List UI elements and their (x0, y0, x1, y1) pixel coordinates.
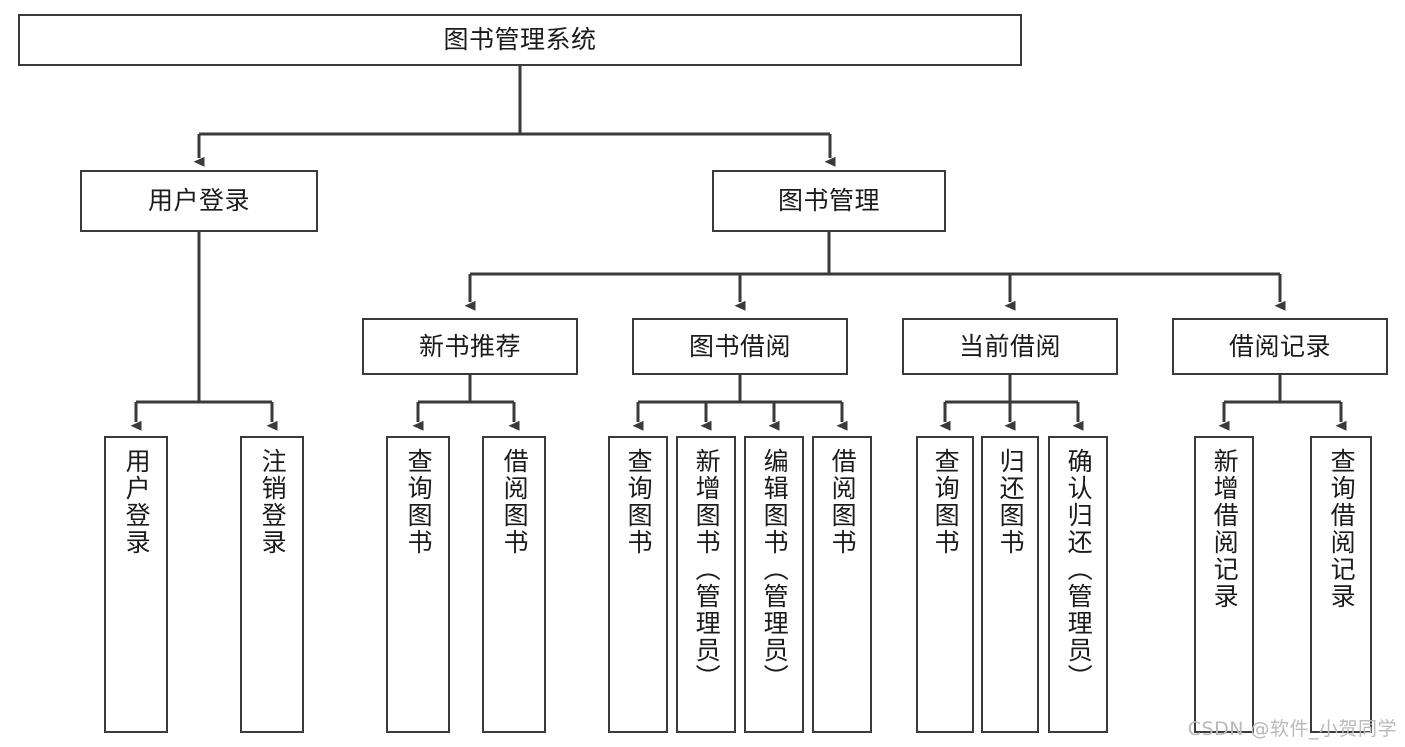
node-leaf-query-book-3-label: 查询图书 (931, 448, 961, 556)
node-leaf-logout[interactable]: 注销登录 (240, 436, 304, 733)
node-new-book-recommend[interactable]: 新书推荐 (362, 318, 578, 375)
node-leaf-query-book-2[interactable]: 查询图书 (608, 436, 668, 733)
node-borrow-record[interactable]: 借阅记录 (1172, 318, 1388, 375)
node-leaf-add-record[interactable]: 新增借阅记录 (1194, 436, 1254, 733)
node-leaf-confirm-return[interactable]: 确认归还（管理员） (1048, 436, 1108, 733)
node-new-book-recommend-label: 新书推荐 (418, 331, 521, 361)
node-leaf-borrow-book-1-label: 借阅图书 (500, 448, 530, 556)
node-leaf-query-book-1[interactable]: 查询图书 (386, 436, 450, 733)
node-book-manage[interactable]: 图书管理 (712, 170, 946, 232)
node-leaf-query-record[interactable]: 查询借阅记录 (1310, 436, 1372, 733)
node-user-login-label: 用户登录 (147, 186, 250, 216)
node-book-borrow[interactable]: 图书借阅 (632, 318, 848, 375)
node-leaf-borrow-book-2-label: 借阅图书 (828, 448, 858, 556)
node-current-borrow[interactable]: 当前借阅 (902, 318, 1118, 375)
node-leaf-borrow-book-1[interactable]: 借阅图书 (482, 436, 546, 733)
node-book-manage-label: 图书管理 (777, 186, 880, 216)
node-leaf-confirm-return-label: 确认归还（管理员） (1064, 448, 1094, 691)
node-leaf-add-record-label: 新增借阅记录 (1210, 448, 1240, 610)
node-leaf-edit-book-label: 编辑图书（管理员） (760, 448, 790, 691)
csdn-watermark: CSDN @软件_小贺同学 (1187, 718, 1397, 740)
node-leaf-return-book[interactable]: 归还图书 (981, 436, 1039, 733)
node-user-login[interactable]: 用户登录 (80, 170, 318, 232)
node-leaf-logout-label: 注销登录 (258, 448, 288, 556)
node-current-borrow-label: 当前借阅 (958, 331, 1061, 361)
node-leaf-query-book-1-label: 查询图书 (404, 448, 434, 556)
node-leaf-add-book-label: 新增图书（管理员） (692, 448, 722, 691)
node-leaf-borrow-book-2[interactable]: 借阅图书 (812, 436, 872, 733)
node-leaf-add-book[interactable]: 新增图书（管理员） (676, 436, 736, 733)
node-leaf-user-login[interactable]: 用户登录 (104, 436, 168, 733)
node-leaf-query-book-3[interactable]: 查询图书 (916, 436, 974, 733)
node-leaf-return-book-label: 归还图书 (996, 448, 1026, 556)
node-leaf-user-login-label: 用户登录 (122, 448, 152, 556)
node-book-borrow-label: 图书借阅 (688, 331, 791, 361)
node-leaf-query-record-label: 查询借阅记录 (1327, 448, 1357, 610)
node-root[interactable]: 图书管理系统 (18, 14, 1022, 66)
node-borrow-record-label: 借阅记录 (1228, 331, 1331, 361)
node-leaf-edit-book[interactable]: 编辑图书（管理员） (744, 436, 804, 733)
node-root-label: 图书管理系统 (443, 25, 597, 55)
node-leaf-query-book-2-label: 查询图书 (624, 448, 654, 556)
